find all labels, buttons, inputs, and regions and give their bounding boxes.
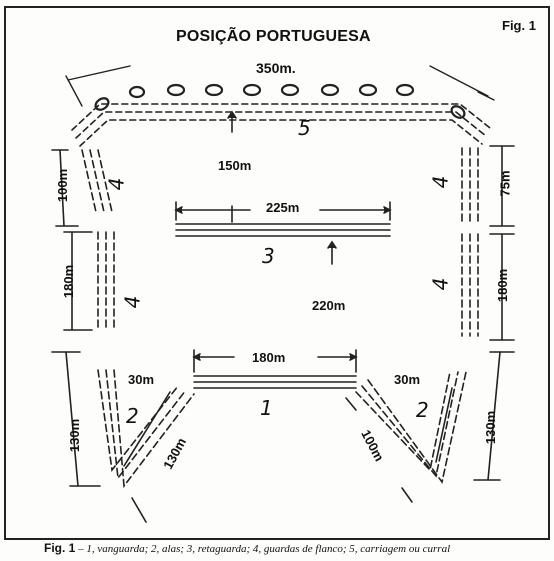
figure-caption: Fig. 1 – 1, vanguarda; 2, alas; 3, retag…: [44, 541, 450, 555]
marker-wing-right: 2: [416, 398, 429, 422]
label-left-upper-flank: 100m: [55, 168, 71, 203]
vanguard: [193, 375, 357, 389]
label-rear-length: 225m: [266, 200, 300, 215]
caption-prefix: Fig. 1: [44, 541, 76, 555]
figure-number: Fig. 1: [502, 18, 536, 33]
marker-wing-left: 2: [126, 404, 139, 428]
wing-left: [97, 369, 195, 489]
marker-flank-right-upper: 4: [428, 175, 453, 189]
label-right-wing-side: 130m: [483, 410, 499, 445]
diagram-title: POSIÇÃO PORTUGUESA: [176, 28, 371, 45]
carriage-outline: [71, 103, 491, 147]
label-right-upper-flank: 75m: [497, 170, 513, 197]
flank-right-lower: [461, 233, 479, 337]
label-front-length: 180m: [252, 350, 286, 365]
rear-guard: [175, 223, 391, 237]
dimension-top-width: [65, 65, 495, 107]
marker-flank-left-lower: 4: [120, 295, 145, 309]
label-top-width: 350m.: [256, 60, 296, 76]
label-top-gap: 150m: [218, 158, 252, 173]
label-right-lower-flank: 180m: [495, 268, 511, 303]
marker-flank-right-lower: 4: [428, 277, 453, 291]
label-left-wing-top: 30m: [128, 372, 155, 387]
label-center-gap: 220m: [312, 298, 346, 313]
flank-left-lower: [97, 231, 115, 331]
label-left-wing-side: 130m: [67, 418, 83, 453]
label-left-lower-flank: 180m: [61, 264, 77, 299]
marker-vanguard: 1: [260, 396, 273, 420]
wing-right: [355, 371, 467, 484]
flank-left-upper: [81, 149, 113, 213]
marker-rear: 3: [262, 244, 275, 268]
figure-frame: [4, 6, 550, 540]
caption-text: – 1, vanguarda; 2, alas; 3, retaguarda; …: [78, 543, 451, 555]
wagons: [94, 83, 466, 119]
label-right-wing-top: 30m: [394, 372, 421, 387]
marker-carriage: 5: [298, 116, 311, 140]
marker-flank-left-upper: 4: [104, 177, 129, 191]
flank-right-upper: [461, 147, 479, 223]
